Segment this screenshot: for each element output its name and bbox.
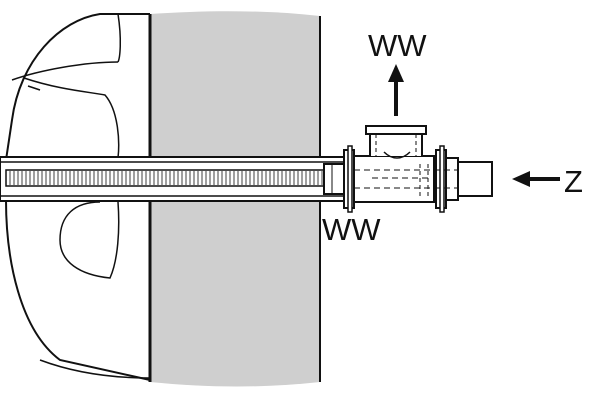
label-inlet: Z [564, 164, 583, 199]
arrow-up-icon [388, 64, 404, 116]
tee-fitting [343, 125, 493, 213]
pipe-ribs [9, 171, 323, 185]
inner-pipe [0, 156, 355, 202]
label-outlet-top: WW [368, 28, 427, 63]
arrow-left-icon [512, 171, 560, 187]
label-outlet-bottom: WW [322, 212, 381, 247]
